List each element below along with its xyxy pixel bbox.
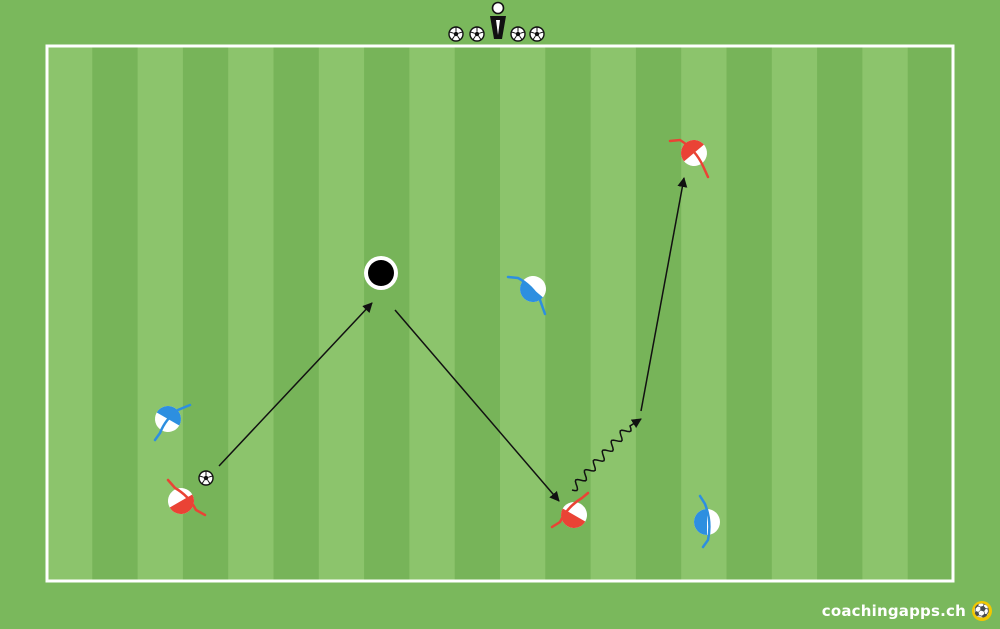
soccer-ball-icon [510, 26, 526, 42]
soccer-ball-icon [448, 26, 464, 42]
red-player-top-right [668, 138, 710, 179]
brand-name: coachingapps.ch [821, 602, 966, 620]
dribble-path [571, 418, 642, 492]
pitch-stripes [47, 46, 954, 581]
pitch-stripe [726, 46, 773, 581]
pitch-boundary [45, 44, 955, 583]
soccer-ball-icon [198, 470, 214, 486]
pitch-stripe [500, 46, 546, 581]
pitch-stripe [771, 46, 818, 581]
pitch-stripe [545, 46, 592, 581]
pitch-stripe [454, 46, 501, 581]
blue-player-left [153, 403, 192, 442]
coachingapps-logo-icon: ⚽ [972, 601, 992, 621]
pitch-stripe [590, 46, 637, 581]
pass-arrow-to-center-player [394, 309, 560, 502]
soccer-ball-icon [469, 26, 485, 42]
red-player-bottom-left [166, 478, 207, 517]
blue-player-right [694, 494, 720, 549]
red-player-bottom-center [550, 491, 590, 529]
blue-player-center [506, 275, 547, 316]
pitch-stripe [92, 46, 139, 581]
coach-icon [490, 1, 506, 39]
pitch-stripe [47, 46, 93, 581]
pitch-stripe [182, 46, 229, 581]
pitch-stripe [273, 46, 320, 581]
pitch-stripe [318, 46, 365, 581]
pass-arrow-to-marker [218, 302, 373, 467]
pitch-stripe [409, 46, 456, 581]
pitch-stripe [681, 46, 727, 581]
pitch-stripe [228, 46, 274, 581]
pitch-stripe [862, 46, 909, 581]
run-arrow-to-top-right [640, 177, 688, 412]
pitch-stripe [817, 46, 863, 581]
pitch-stripe [907, 46, 954, 581]
disc-marker-icon [364, 256, 398, 290]
soccer-ball-icon [529, 26, 545, 42]
pitch-stripe [364, 46, 410, 581]
players [153, 138, 720, 549]
branding-footer: coachingapps.ch ⚽ [822, 601, 992, 621]
